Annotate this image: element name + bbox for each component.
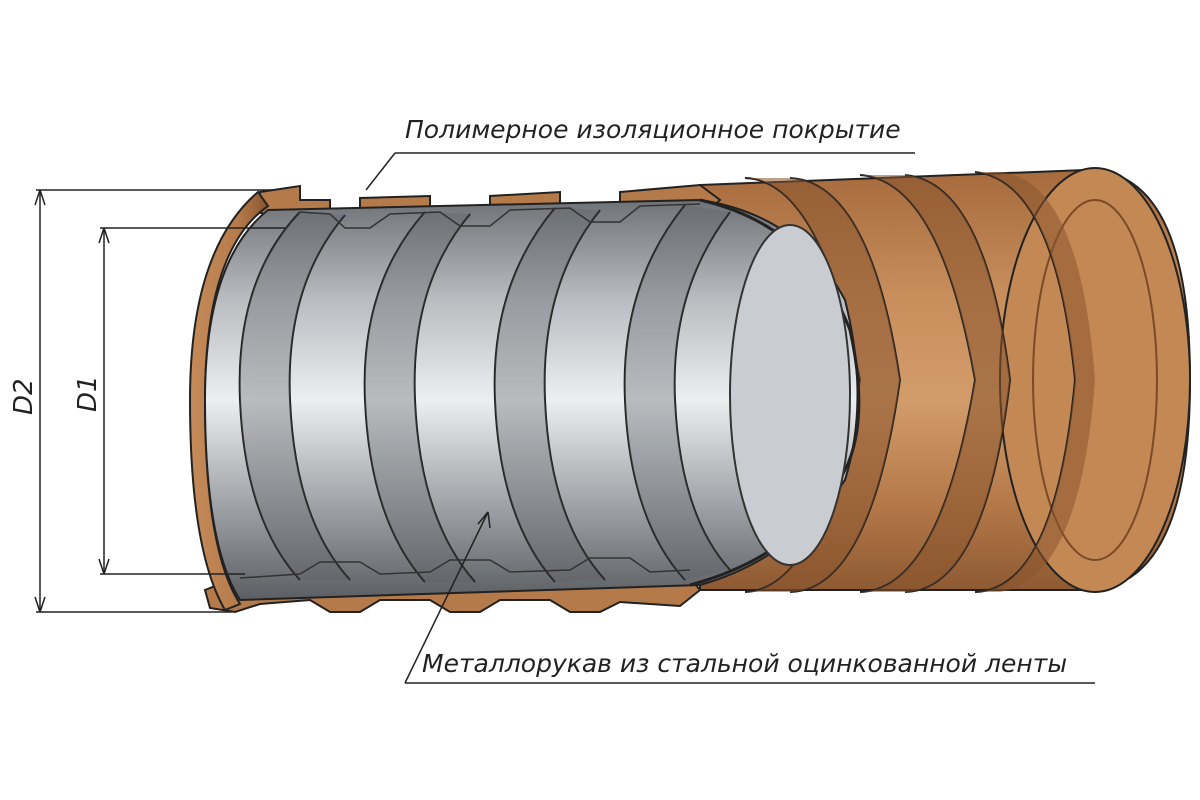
steel-sleeve: [203, 198, 861, 602]
sleeve-label: Металлорукав из стальной оцинкованной ле…: [422, 649, 1067, 678]
sleeve-helix-ridges: [238, 204, 731, 583]
dimension-d1-label: D1: [73, 375, 103, 412]
dimension-d1: [98, 227, 285, 575]
sleeve-helix-shadows: [239, 205, 730, 582]
coating-label: Полимерное изоляционное покрытие: [405, 115, 901, 144]
coating-leader: [365, 152, 915, 191]
dimension-d2: [34, 189, 275, 613]
sleeve-inner-opening: [729, 224, 851, 566]
dimension-d2-label: D2: [9, 378, 39, 415]
sleeve-leader: [404, 511, 1095, 684]
coating-ring-shadows: [745, 172, 1095, 592]
